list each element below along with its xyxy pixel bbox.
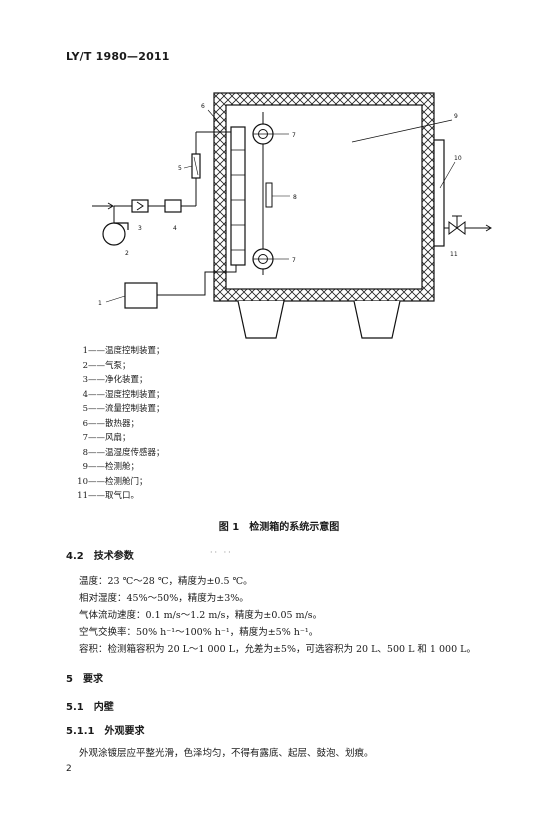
callout-7b: 7 <box>292 257 296 264</box>
figure-caption: 图 1 检测箱的系统示意图 <box>218 522 340 533</box>
air-sampling-port <box>448 215 466 235</box>
callout-7a: 7 <box>292 132 296 139</box>
legend-item: 7——风扇； <box>82 433 131 443</box>
callout-8: 8 <box>293 194 297 201</box>
legend-item: 4——湿度控制装置； <box>82 389 165 400</box>
figure-legend: 1——温度控制装置； 2——气泵； 3——净化装置； 4——湿度控制装置； 5—… <box>76 344 165 504</box>
callout-11: 11 <box>450 251 458 258</box>
chamber-leg-right <box>353 300 401 339</box>
standard-code: LY/T 1980—2011 <box>66 50 170 63</box>
humidity-control-device <box>164 199 182 213</box>
temp-humidity-sensor <box>265 182 273 208</box>
callout-6: 6 <box>201 103 205 110</box>
param-air-velocity: 气体流动速度：0.1 m/s～1.2 m/s，精度为±0.05 m/s。 <box>79 610 323 621</box>
param-volume: 容积：检测箱容积为 20 L～1 000 L，允差为±5%，可选容积为 20 L… <box>79 644 476 655</box>
legend-item: 10——检测舱门； <box>77 476 148 487</box>
radiator <box>230 126 246 266</box>
legend-item: 6——散热器； <box>82 418 140 429</box>
legend-item: 2——气泵； <box>82 360 131 371</box>
fan-bottom <box>252 248 274 270</box>
callout-3: 3 <box>138 225 142 232</box>
callout-2: 2 <box>125 250 129 257</box>
legend-item: 5——流量控制装置； <box>82 404 165 414</box>
chamber-leg-left <box>237 300 285 339</box>
callout-9: 9 <box>454 113 458 120</box>
param-temperature: 温度：23 ℃～28 ℃，精度为±0.5 ℃。 <box>79 576 253 587</box>
page-number: 2 <box>66 764 72 774</box>
scan-speck: ·· ·· <box>210 548 233 557</box>
system-diagram: 1 2 3 4 5 6 7 8 7 9 10 11 <box>92 92 492 339</box>
legend-item: 9——检测舱； <box>82 462 140 472</box>
legend-item: 8——温湿度传感器； <box>82 447 165 458</box>
appearance-requirement-text: 外观涂镀层应平整光滑，色泽均匀，不得有露底、起层、鼓泡、划痕。 <box>79 748 374 759</box>
param-humidity: 相对湿度：45%～50%，精度为±3%。 <box>79 593 249 604</box>
chamber-door <box>433 139 445 247</box>
legend-item: 3——净化装置； <box>82 375 148 385</box>
callout-10: 10 <box>454 155 462 162</box>
callout-5: 5 <box>178 165 182 172</box>
legend-item: 1——温度控制装置； <box>82 346 165 356</box>
purification-device <box>131 199 149 213</box>
fan-top <box>252 123 274 145</box>
callout-1: 1 <box>98 300 102 307</box>
temperature-control-device <box>124 282 158 309</box>
legend-item: 11——取气口。 <box>77 491 140 501</box>
param-air-exchange: 空气交换率：50% h⁻¹～100% h⁻¹，精度为±5% h⁻¹。 <box>79 627 319 638</box>
callout-4: 4 <box>173 225 177 232</box>
air-pump <box>102 206 129 246</box>
